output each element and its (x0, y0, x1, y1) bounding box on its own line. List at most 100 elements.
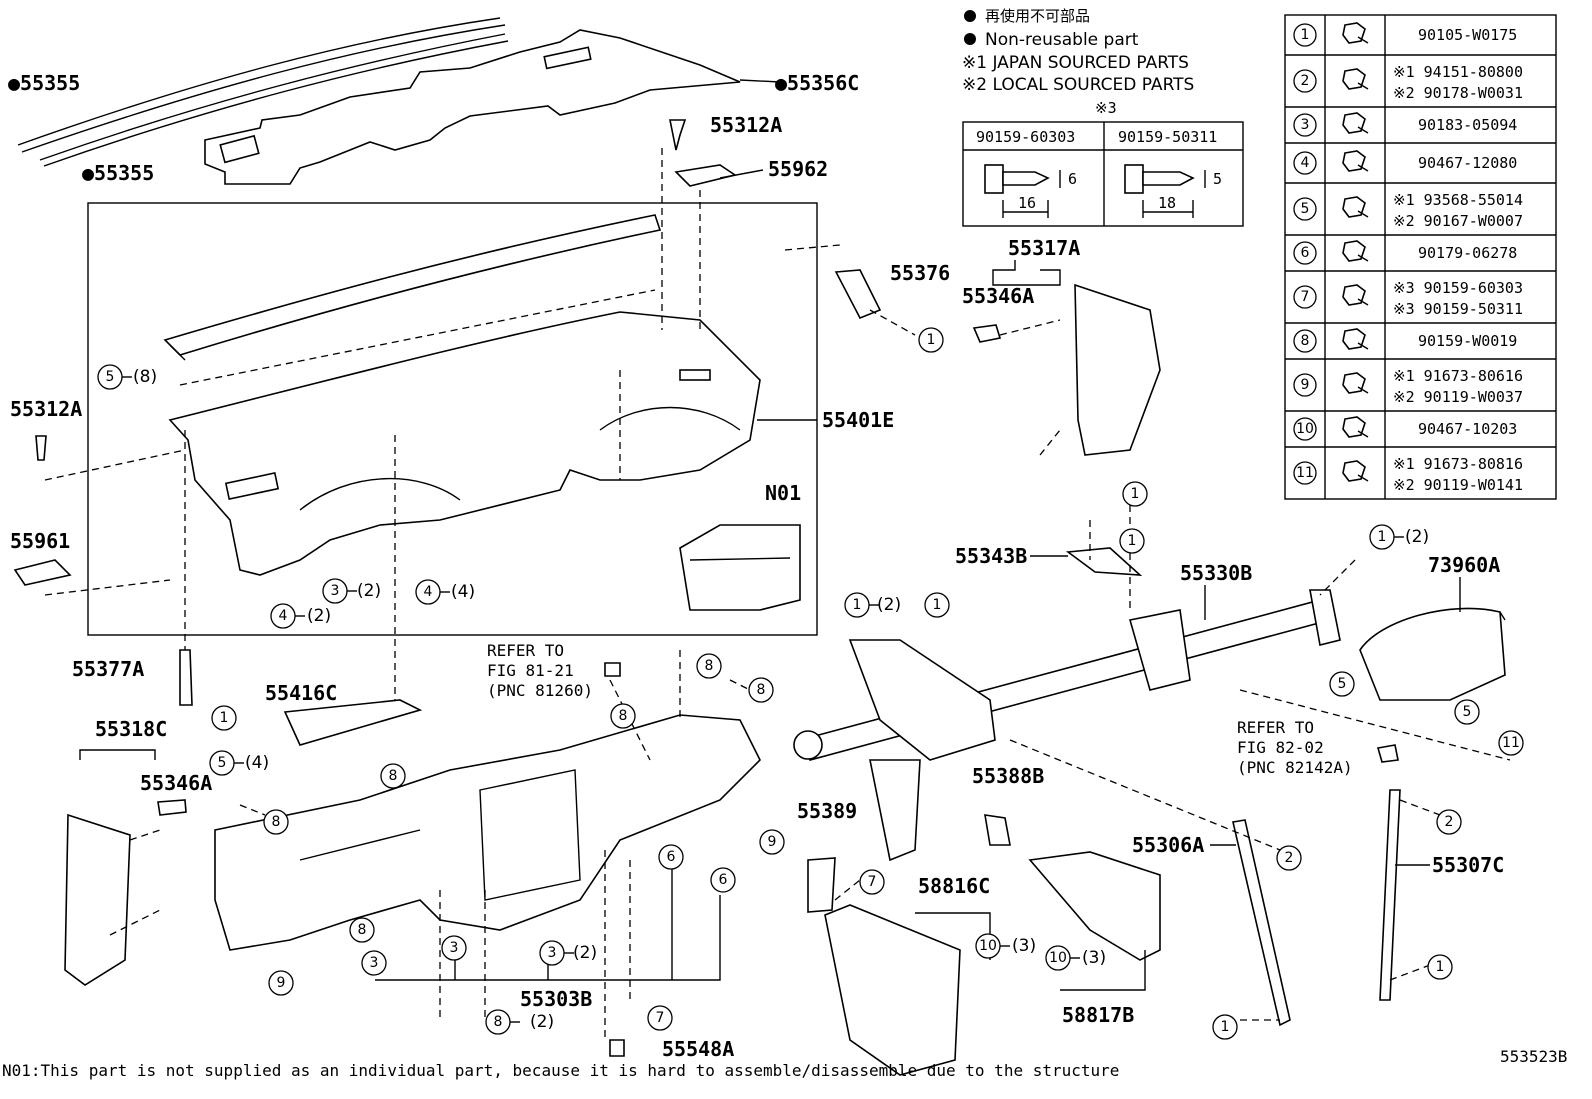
label-73960a: 73960A (1428, 553, 1500, 577)
svg-text:8: 8 (494, 1014, 503, 1030)
fastener-number: 5 (1301, 201, 1310, 217)
callout-circle (1293, 417, 1317, 441)
callout-qty: (2) (530, 1012, 554, 1032)
svg-text:2: 2 (1445, 814, 1454, 830)
svg-text:9: 9 (768, 834, 777, 850)
non-reusable-bullet-icon (964, 33, 976, 45)
dashed-leaders (44, 148, 1511, 1040)
callout-qty: (2) (1405, 527, 1429, 547)
svg-text:1: 1 (1436, 959, 1445, 975)
fastener-part-no: ※2 90119-W0037 (1393, 388, 1523, 406)
callout-3: 3 (441, 935, 467, 961)
fastener-part-no: ※1 94151-80800 (1393, 63, 1523, 81)
fastener-part-no: 90179-06278 (1418, 244, 1517, 262)
callout-1: 1 (1119, 528, 1145, 554)
callout-8: 8 (748, 677, 774, 703)
fastener-row: 11※1 91673-80816※2 90119-W0141 (1285, 446, 1556, 494)
fastener-icon (1342, 22, 1369, 44)
refer-note-82-02: REFER TO FIG 82-02 (PNC 82142A) (1237, 718, 1353, 777)
svg-text:5: 5 (106, 369, 115, 385)
fastener-part-no: 90183-05094 (1418, 116, 1517, 134)
dashboard-assembly-frame (87, 202, 818, 636)
fastener-number: 8 (1301, 333, 1310, 349)
fastener-row: 9※1 91673-80616※2 90119-W0037 (1285, 358, 1556, 406)
callout-8: 8 (380, 763, 406, 789)
label-55318c: 55318C (95, 717, 167, 741)
callout-1: 1 (918, 327, 944, 353)
legend: 再使用不可部品 Non-reusable part ※1 JAPAN SOURC… (962, 7, 1194, 95)
svg-text:10: 10 (979, 938, 997, 954)
fastener-row: 8 90159-W0019 (1285, 322, 1556, 353)
svg-text:1: 1 (1131, 486, 1140, 502)
callout-1: 1 (924, 592, 950, 618)
callout-11: 11 (1498, 730, 1524, 756)
label-58817b: 58817B (1062, 1003, 1134, 1027)
side-panel-left (64, 813, 131, 986)
figure-id: 553523B (1500, 1047, 1567, 1066)
svg-text:8: 8 (389, 768, 398, 784)
label-55346a: 55346A (962, 284, 1034, 308)
callout-3: 3 (322, 578, 348, 604)
fastener-icon (1342, 112, 1369, 134)
callout-8: 8 (696, 653, 722, 679)
fastener-part-no: ※2 90178-W0031 (1393, 84, 1523, 102)
lower-dash-reinforcement (214, 714, 761, 951)
label-55548a: 55548A (662, 1037, 734, 1061)
callout-circle (1293, 373, 1317, 397)
footnote: N01:This part is not supplied as an indi… (2, 1061, 1119, 1080)
callout-5: 5 (1329, 671, 1355, 697)
svg-text:11: 11 (1502, 735, 1520, 751)
fastener-number: 4 (1301, 155, 1310, 171)
svg-text:10: 10 (1049, 950, 1067, 966)
svg-text:3: 3 (450, 940, 459, 956)
fastener-part-no: 90467-12080 (1418, 154, 1517, 172)
refer-note-line: FIG 81-21 (487, 661, 574, 680)
svg-text:6: 6 (667, 849, 676, 865)
callout-9: 9 (268, 970, 294, 996)
fastener-part-no: ※1 93568-55014 (1393, 191, 1523, 209)
svg-text:3: 3 (548, 945, 557, 961)
label-55416c: 55416C (265, 681, 337, 705)
callout-9: 9 (759, 829, 785, 855)
non-reusable-bullet-icon (964, 10, 976, 22)
callout-7: 7 (647, 1005, 673, 1031)
fastener-icon (1342, 372, 1369, 394)
bolt-icon (984, 164, 1061, 218)
svg-text:8: 8 (619, 708, 628, 724)
callout-circle (1293, 461, 1317, 485)
fastener-icon (1342, 416, 1369, 438)
side-panel-right (1074, 283, 1161, 456)
steering-support-beam (793, 589, 1341, 862)
callout-6: 6 (658, 844, 684, 870)
callout-1: 1 (1212, 1014, 1238, 1040)
callout-8: 8 (263, 809, 289, 835)
label-55343b: 55343B (955, 544, 1027, 568)
svg-text:1: 1 (933, 597, 942, 613)
fastener-part-no: ※2 90119-W0141 (1393, 476, 1523, 494)
callout-7: 7 (859, 869, 885, 895)
callout-circle (1293, 151, 1317, 175)
svg-text:2: 2 (1285, 850, 1294, 866)
svg-text:8: 8 (705, 658, 714, 674)
bolt-dim1-length: 16 (1018, 194, 1036, 212)
svg-text:8: 8 (757, 682, 766, 698)
lower-cover-right (1028, 851, 1161, 961)
callout-quantities: (8) (2) (2) (4) (4) (2) (2) (3) (3) (2) … (133, 367, 1429, 1032)
small-parts (13, 119, 1399, 1057)
fastener-part-no: 90159-W0019 (1418, 332, 1517, 350)
fastener-number: 7 (1301, 289, 1310, 305)
label-55355: ●55355 (82, 161, 154, 185)
label-55401e: 55401E (822, 408, 894, 432)
label-55307c: 55307C (1432, 853, 1504, 877)
label-55312a: 55312A (710, 113, 782, 137)
svg-text:1: 1 (1221, 1019, 1230, 1035)
fastener-row: 2※1 94151-80800※2 90178-W0031 (1285, 54, 1556, 102)
svg-text:5: 5 (1338, 676, 1347, 692)
callout-4: 4 (415, 579, 441, 605)
svg-text:1: 1 (220, 710, 229, 726)
callout-qty: (2) (357, 581, 381, 601)
svg-text:1: 1 (1128, 533, 1137, 549)
